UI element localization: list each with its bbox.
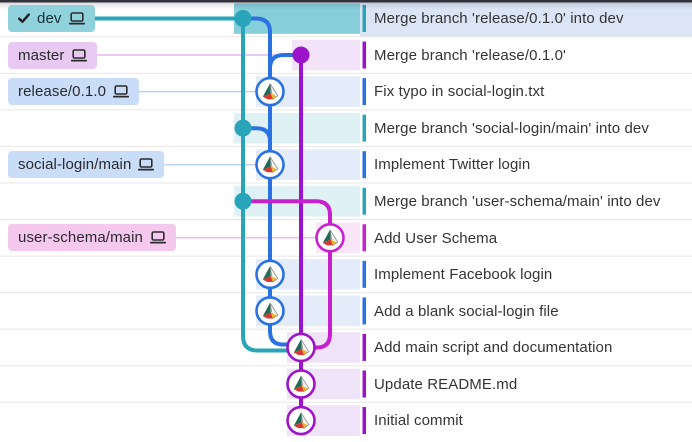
commit-color-bar: [362, 78, 366, 106]
avatar-logo: [293, 412, 310, 429]
commit-row[interactable]: Update README.md: [360, 366, 692, 403]
commit-row[interactable]: Merge branch 'release/0.1.0' into dev: [360, 1, 692, 38]
avatar-logo: [262, 302, 279, 320]
avatar-logo: [262, 266, 279, 283]
branch-label-release-0-1-0[interactable]: release/0.1.0: [8, 78, 140, 106]
commit-row[interactable]: Implement Facebook login: [360, 256, 692, 293]
commit-message: Add main script and documentation: [374, 339, 613, 357]
commit-message: Implement Twitter login: [374, 156, 531, 174]
branch-edge-blue-merge-into-dev: [241, 126, 272, 143]
commit-message: Merge branch 'release/0.1.0': [374, 46, 566, 64]
branch-label-user-schema-main[interactable]: user-schema/main: [8, 224, 176, 252]
commit-row[interactable]: Fix typo in social-login.txt: [360, 74, 692, 111]
commit-message: Add User Schema: [374, 229, 498, 247]
commit-color-bar: [362, 407, 366, 435]
commit-color-bar: [362, 333, 366, 361]
branch-label-dev[interactable]: dev: [8, 5, 95, 32]
commit-message: Merge branch 'user-schema/main' into dev: [374, 193, 661, 211]
commit-avatar[interactable]: [255, 76, 285, 107]
laptop-icon: [68, 12, 85, 25]
commit-color-bar: [362, 260, 366, 288]
commit-dot[interactable]: [292, 46, 310, 64]
branch-name: master: [18, 46, 65, 64]
commit-row[interactable]: Merge branch 'user-schema/main' into dev: [360, 183, 692, 220]
commit-avatar[interactable]: [286, 405, 316, 436]
commit-avatar[interactable]: [286, 332, 316, 363]
commit-color-bar: [362, 187, 366, 215]
branch-label-master[interactable]: master: [8, 41, 98, 69]
commit-color-bar: [362, 114, 366, 142]
commit-message: Update README.md: [374, 375, 518, 393]
avatar-logo: [262, 83, 279, 100]
commit-color-bar: [362, 41, 366, 69]
commit-row[interactable]: Merge branch 'social-login/main' into de…: [360, 110, 692, 147]
commit-row[interactable]: Merge branch 'release/0.1.0': [360, 37, 692, 74]
branch-edge-blue-release-line: [241, 16, 303, 347]
commit-color-bar: [362, 370, 366, 398]
branch-name: social-login/main: [18, 156, 132, 174]
top-shade: [0, 2, 692, 10]
commit-color-bar: [362, 5, 366, 32]
commit-dot[interactable]: [234, 119, 252, 137]
commit-row[interactable]: Initial commit: [360, 403, 692, 440]
branch-name: release/0.1.0: [18, 83, 107, 101]
commit-color-bar: [362, 224, 366, 252]
branch-edge-blue-merge-into-master: [268, 53, 303, 70]
commit-color-bar: [362, 297, 366, 325]
commit-dot[interactable]: [234, 10, 252, 27]
commit-message: Add a blank social-login file: [374, 302, 559, 320]
commit-message: Merge branch 'social-login/main' into de…: [374, 119, 649, 137]
commit-row[interactable]: Add User Schema: [360, 220, 692, 257]
laptop-icon: [71, 48, 88, 61]
avatar-logo: [262, 156, 279, 173]
commit-avatar[interactable]: [315, 223, 345, 253]
commit-message: Initial commit: [374, 412, 463, 430]
branch-edge-magenta-user-schema-line: [241, 199, 332, 350]
avatar-logo: [322, 229, 339, 247]
branch-edge-teal-dev-line: [241, 16, 303, 353]
branch-name: dev: [37, 10, 62, 27]
branch-label-social-login-main[interactable]: social-login/main: [8, 151, 165, 179]
avatar-logo: [293, 375, 310, 393]
branch-name: user-schema/main: [18, 229, 143, 247]
commit-row[interactable]: Add a blank social-login file: [360, 293, 692, 330]
laptop-icon: [149, 231, 166, 244]
commit-row[interactable]: Add main script and documentation: [360, 329, 692, 366]
commit-avatar[interactable]: [255, 149, 285, 180]
laptop-icon: [138, 158, 155, 171]
commit-avatar[interactable]: [255, 296, 285, 326]
commit-message: Fix typo in social-login.txt: [374, 83, 545, 101]
top-border: [0, 0, 692, 3]
commit-message: Implement Facebook login: [374, 266, 553, 284]
laptop-icon: [113, 85, 130, 98]
commit-color-bar: [362, 151, 366, 179]
commit-avatar[interactable]: [286, 369, 316, 399]
commit-message: Merge branch 'release/0.1.0' into dev: [374, 10, 624, 28]
avatar-logo: [293, 339, 310, 356]
commit-dot[interactable]: [234, 192, 252, 210]
commit-row[interactable]: Implement Twitter login: [360, 147, 692, 184]
check-icon: [18, 13, 30, 23]
commit-avatar[interactable]: [255, 259, 285, 290]
